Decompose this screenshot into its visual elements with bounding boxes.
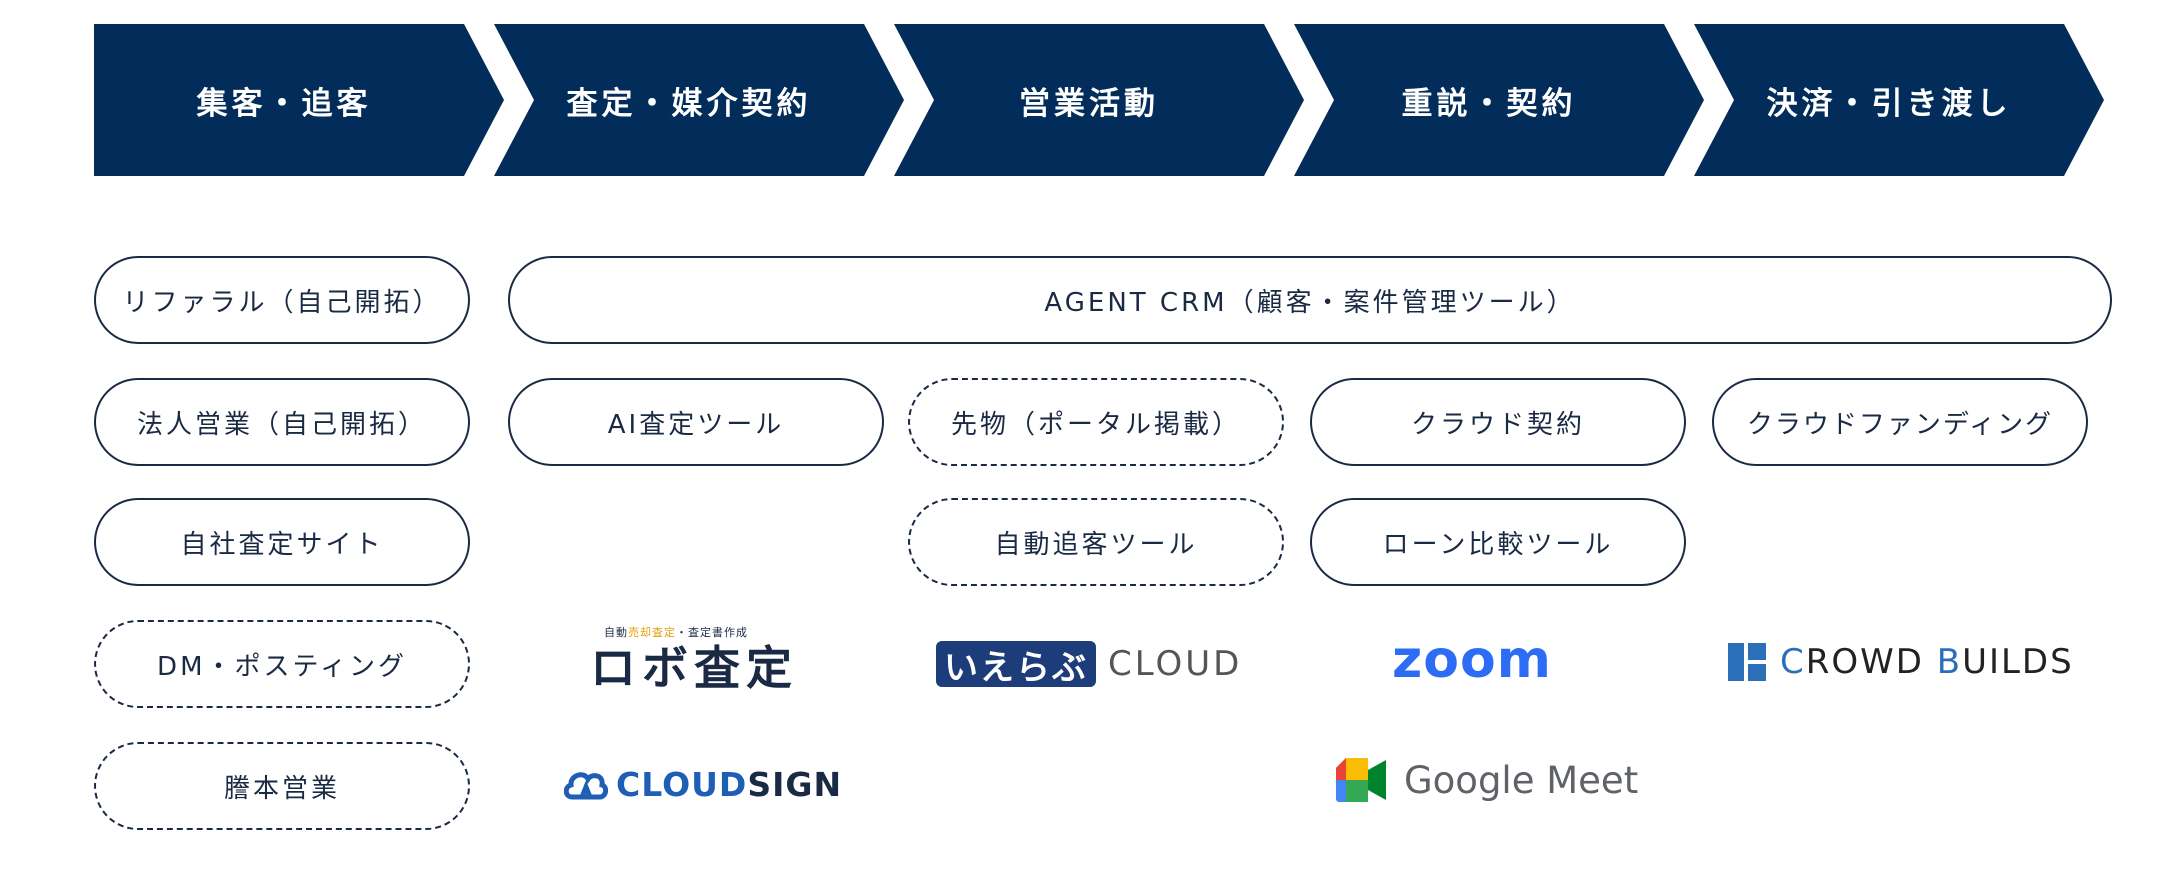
stage-arrow-4 (1294, 24, 1704, 176)
pill-own-site: 自社査定サイト (94, 498, 470, 586)
google-meet-logo: Google Meet (1336, 752, 1638, 808)
ierabu-mark: いえらぶ (936, 641, 1096, 688)
pill-auto-follow: 自動追客ツール (908, 498, 1284, 586)
pill-crowdfunding: クラウドファンディング (1712, 378, 2088, 466)
zoom-logo: zoom (1392, 630, 1552, 690)
pill-ai-assessment: AI査定ツール (508, 378, 884, 466)
ierabu-cloud-text: CLOUD (1108, 644, 1243, 684)
robo-satei-logo: 自動売却査定・査定書作成 ロボ査定 (590, 624, 792, 704)
process-flow: 集客・追客 査定・媒介契約 営業活動 重説・契約 決済・引き渡し (94, 24, 2108, 176)
pill-corporate-sales: 法人営業（自己開拓） (94, 378, 470, 466)
pill-dm-posting: DM・ポスティング (94, 620, 470, 708)
robo-satei-tagline: 自動売却査定・査定書作成 (604, 626, 748, 639)
stage-label-2: 査定・媒介契約 (566, 85, 812, 122)
stage-arrow-1 (94, 24, 504, 176)
google-meet-icon (1336, 758, 1386, 802)
stage-label-4: 重説・契約 (1401, 85, 1577, 122)
stage-label-1: 集客・追客 (196, 85, 372, 122)
cloudsign-logo: CLOUDSIGN (564, 760, 842, 808)
cloudsign-text: CLOUDSIGN (616, 764, 843, 804)
ierabu-cloud-logo: いえらぶ CLOUD (936, 636, 1242, 692)
pill-gift-sales: 謄本営業 (94, 742, 470, 830)
google-meet-text: Google Meet (1404, 758, 1639, 802)
process-arrows (94, 24, 2104, 176)
pill-portal: 先物（ポータル掲載） (908, 378, 1284, 466)
stage-label-5: 決済・引き渡し (1766, 85, 2012, 122)
crowd-builds-icon (1728, 643, 1766, 681)
cloudsign-icon (564, 772, 608, 800)
stage-arrow-3 (894, 24, 1304, 176)
pill-cloud-contract: クラウド契約 (1310, 378, 1686, 466)
robo-satei-wordmark: ロボ査定 (590, 641, 798, 695)
stage-arrow-2 (494, 24, 904, 176)
stage-arrow-5 (1694, 24, 2104, 176)
pill-referral: リファラル（自己開拓） (94, 256, 470, 344)
crowd-builds-text: CROWD BUILDS (1780, 642, 2074, 682)
pill-agent-crm: AGENT CRM（顧客・案件管理ツール） (508, 256, 2112, 344)
crowd-builds-logo: CROWD BUILDS (1728, 640, 2074, 684)
pill-loan-compare: ローン比較ツール (1310, 498, 1686, 586)
stage-label-3: 営業活動 (1019, 85, 1159, 122)
